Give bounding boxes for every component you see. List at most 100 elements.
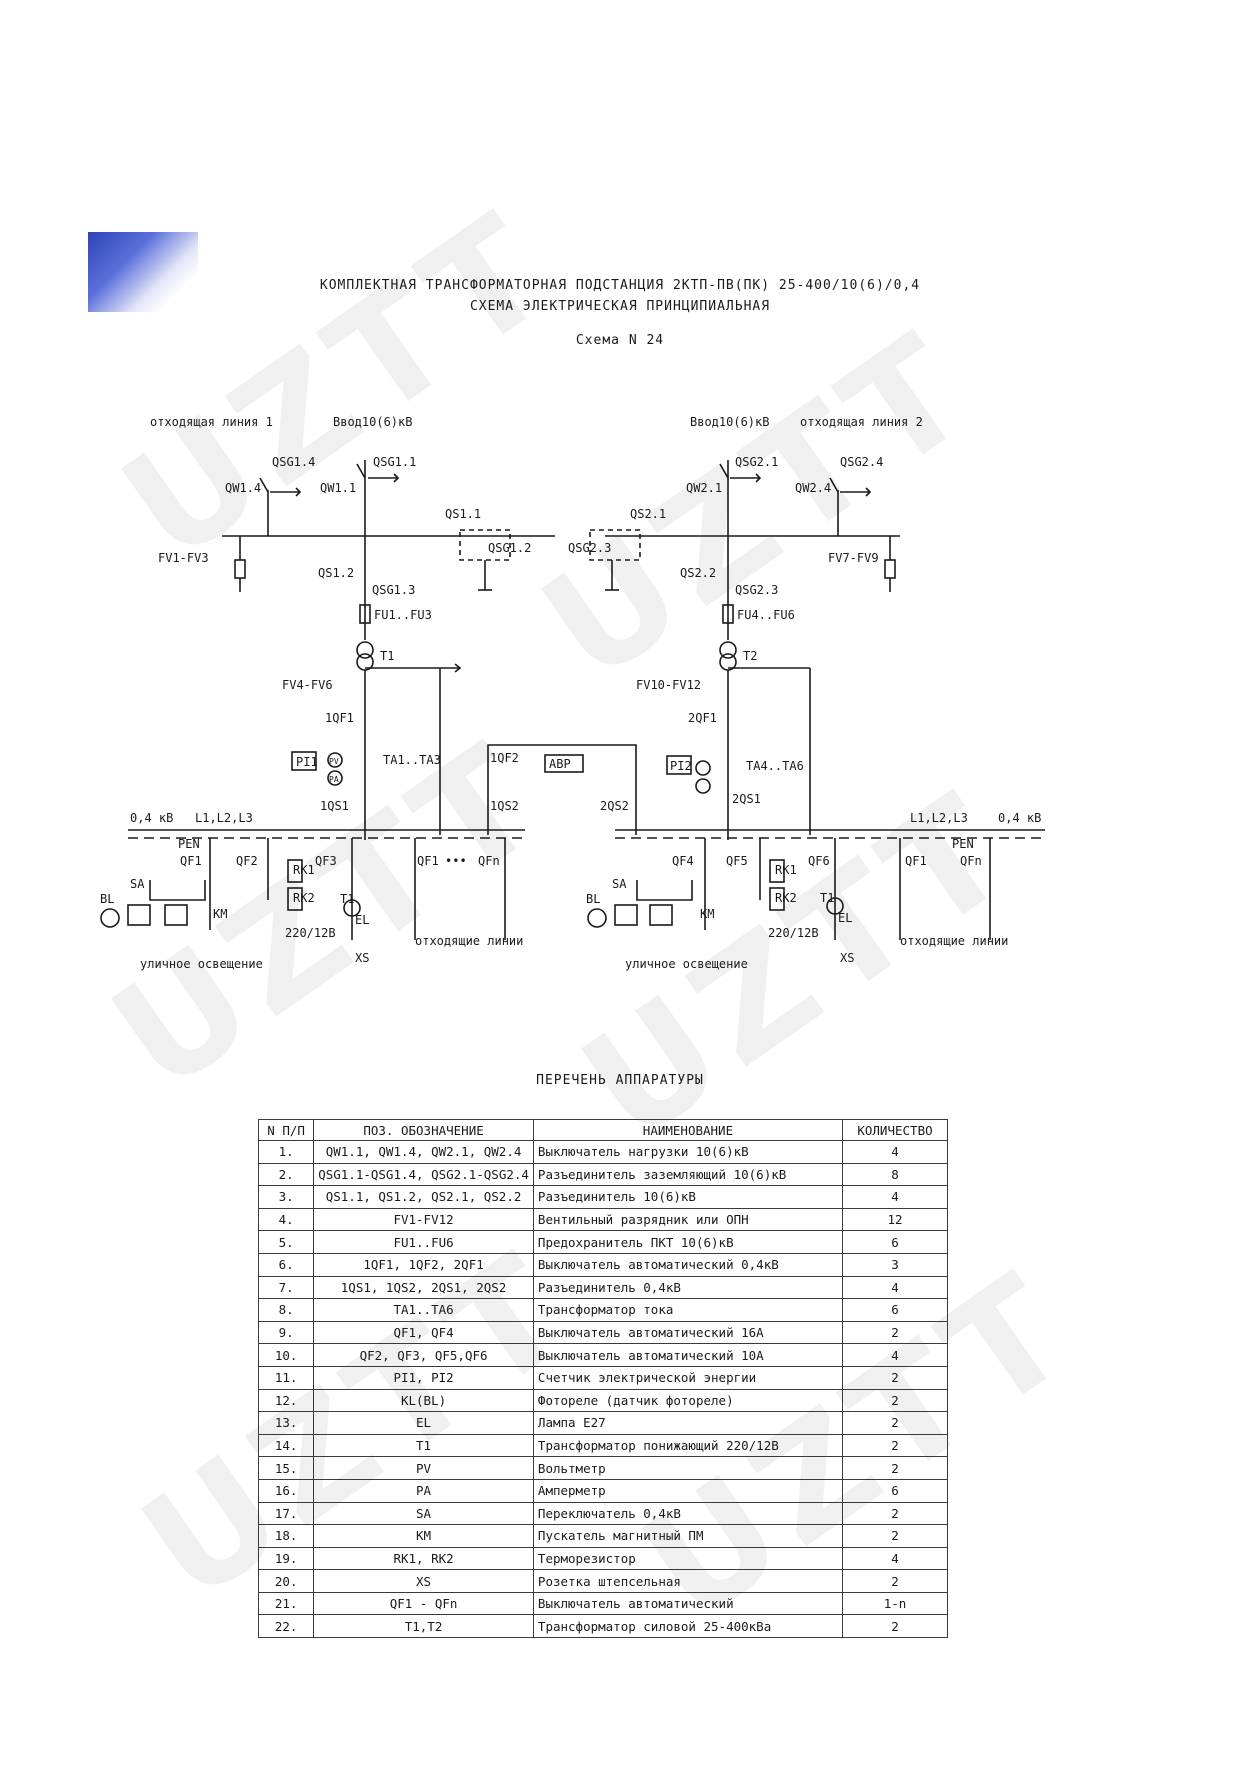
label-dots-left: ••• <box>445 854 467 868</box>
table-cell: QW1.1, QW1.4, QW2.1, QW2.4 <box>313 1140 534 1164</box>
table-cell: RK1, RK2 <box>313 1546 534 1571</box>
table-cell: 8 <box>841 1162 949 1187</box>
table-cell: Выключатель автоматический 10А <box>532 1343 843 1367</box>
label-qw21: QW2.1 <box>686 481 722 495</box>
table-cell: KL(BL) <box>313 1388 534 1413</box>
table-cell: 2 <box>841 1433 949 1458</box>
label-avr: АВР <box>549 757 571 771</box>
table-cell: 22. <box>257 1614 315 1639</box>
label-out-lines-left: отходящие линии <box>415 934 523 948</box>
table-cell: 3 <box>841 1252 949 1277</box>
label-qf4: QF4 <box>672 854 694 868</box>
label-1qs1: 1QS1 <box>320 799 349 813</box>
table-cell: 10. <box>257 1343 315 1367</box>
table-cell: 2 <box>841 1614 949 1639</box>
label-pen-right: PEN <box>952 837 974 851</box>
label-qsg21: QSG2.1 <box>735 455 778 469</box>
label-qs12: QS1.2 <box>318 566 354 580</box>
table-cell: Переключатель 0,4кВ <box>532 1501 843 1526</box>
label-qf2: QF2 <box>236 854 258 868</box>
label-qfn-r: QFn <box>960 854 982 868</box>
label-el-left: EL <box>355 913 369 927</box>
label-qf1-r: QF1 <box>905 854 927 868</box>
table-cell: Трансформатор силовой 25-400кВа <box>532 1614 843 1639</box>
label-el-right: EL <box>838 911 852 925</box>
label-qs22: QS2.2 <box>680 566 716 580</box>
table-cell: 4 <box>841 1546 949 1571</box>
table-cell: XS <box>313 1569 534 1593</box>
label-sa-right: SA <box>612 877 627 891</box>
label-km-right: KM <box>700 907 714 921</box>
label-fv1-fv3: FV1-FV3 <box>158 551 209 565</box>
table-cell: 20. <box>257 1569 315 1593</box>
table-cell: 12. <box>257 1388 315 1413</box>
table-cell: Вентильный разрядник или ОПН <box>532 1207 843 1232</box>
label-rk1-left: RK1 <box>293 863 315 877</box>
title-line-3: Схема N 24 <box>575 333 665 348</box>
table-cell: 2. <box>257 1162 315 1187</box>
label-2qs2: 2QS2 <box>600 799 629 813</box>
label-qw24: QW2.4 <box>795 481 831 495</box>
label-t2: T2 <box>743 649 757 663</box>
table-cell: Амперметр <box>532 1478 843 1503</box>
table-cell: FU1..FU6 <box>313 1230 534 1254</box>
table-cell: TA1..TA6 <box>313 1298 534 1322</box>
table-cell: 1. <box>257 1140 315 1164</box>
table-cell: PI1, PI2 <box>313 1365 534 1390</box>
title-line-1: КОМПЛЕКТНАЯ ТРАНСФОРМАТОРНАЯ ПОДСТАНЦИЯ … <box>319 278 921 293</box>
table-cell: QF1 - QFn <box>313 1591 534 1616</box>
table-cell: Трансформатор понижающий 220/12В <box>532 1433 843 1458</box>
label-qf1-dots: QF1 <box>417 854 439 868</box>
label-street-light-left: уличное освещение <box>140 957 263 971</box>
table-cell: 1-n <box>841 1591 949 1616</box>
table-cell: Выключатель автоматический <box>532 1591 843 1616</box>
label-t1: T1 <box>380 649 394 663</box>
table-cell: Предохранитель ПКТ 10(6)кВ <box>532 1230 843 1254</box>
label-out-lines-right: отходящие линии <box>900 934 1008 948</box>
label-qsg23b: QSG2.3 <box>735 583 778 597</box>
label-1qf1: 1QF1 <box>325 711 354 725</box>
table-cell: Выключатель нагрузки 10(6)кВ <box>532 1140 843 1164</box>
label-2qs1: 2QS1 <box>732 792 761 806</box>
equipment-list-title: ПЕРЕЧЕНЬ АППАРАТУРЫ <box>536 1073 704 1088</box>
table-cell: 7. <box>257 1275 315 1300</box>
label-pi2: PI2 <box>670 759 692 773</box>
table-cell: 4. <box>257 1207 315 1232</box>
label-qf1: QF1 <box>180 854 202 868</box>
label-qf6: QF6 <box>808 854 830 868</box>
label-fv10-fv12: FV10-FV12 <box>636 678 701 692</box>
label-qs11: QS1.1 <box>445 507 481 521</box>
label-qsg11: QSG1.1 <box>373 455 416 469</box>
table-cell: PV <box>313 1456 534 1480</box>
label-220-12-left: 220/12В <box>285 926 336 940</box>
table-cell: Выключатель автоматический 0,4кВ <box>532 1252 843 1277</box>
label-qf5: QF5 <box>726 854 748 868</box>
label-l123-right: L1,L2,L3 <box>910 811 968 825</box>
table-cell: 2 <box>841 1524 949 1548</box>
label-v04-left: 0,4 кВ <box>130 811 173 825</box>
table-cell: 9. <box>257 1320 315 1345</box>
table-cell: T1,T2 <box>313 1614 534 1639</box>
table-cell: 2 <box>841 1388 949 1413</box>
table-cell: KM <box>313 1524 534 1548</box>
label-xs-right: XS <box>840 951 854 965</box>
table-cell: 1QF1, 1QF2, 2QF1 <box>313 1252 534 1277</box>
table-cell: 4 <box>841 1140 949 1164</box>
label-fu4-fu6: FU4..FU6 <box>737 608 795 622</box>
label-xs-left: XS <box>355 951 369 965</box>
table-cell: Разъединитель 0,4кВ <box>532 1275 843 1300</box>
label-qfn-dots: QFn <box>478 854 500 868</box>
